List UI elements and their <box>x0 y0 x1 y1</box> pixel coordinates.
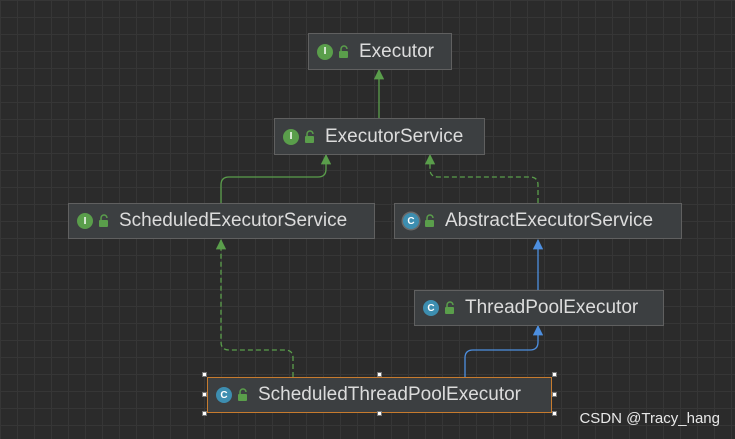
node-label: ScheduledThreadPoolExecutor <box>258 384 522 405</box>
selection-handle-middle-right[interactable] <box>552 392 557 397</box>
selection-handle-top-center[interactable] <box>377 372 382 377</box>
interface-icon: I <box>317 43 333 60</box>
lock-open-icon <box>238 388 247 401</box>
edge-scheduledthreadpoolexecutor-scheduledexecutorservice <box>215 238 294 377</box>
selection-handle-bottom-left[interactable] <box>202 411 207 416</box>
lock-open-icon <box>99 214 108 227</box>
selection-handle-bottom-center[interactable] <box>377 411 382 416</box>
watermark: CSDN @Tracy_hang <box>579 410 720 427</box>
interface-icon: I <box>283 128 299 145</box>
interface-icon: I <box>77 213 93 229</box>
lock-open-icon <box>305 129 314 143</box>
selection-handle-top-left[interactable] <box>202 372 207 377</box>
node-executor[interactable]: I Executor <box>308 33 452 70</box>
selection-handle-middle-left[interactable] <box>202 392 207 397</box>
node-label: AbstractExecutorService <box>445 210 654 231</box>
edge-scheduledthreadpoolexecutor-threadpoolexecutor <box>464 324 544 377</box>
lock-open-icon <box>425 214 434 227</box>
node-thread-pool-executor[interactable]: C ThreadPoolExecutor <box>414 290 664 326</box>
node-label: ThreadPoolExecutor <box>465 297 639 318</box>
class-icon: C <box>423 300 439 316</box>
edge-scheduledexecutorservice-executorservice <box>220 153 332 203</box>
abstract-class-icon: C <box>403 213 419 229</box>
node-label: Executor <box>359 40 434 62</box>
edge-abstractexecutorservice-executorservice <box>424 153 539 203</box>
node-scheduled-executor-service[interactable]: I ScheduledExecutorService <box>68 203 375 239</box>
node-executor-service[interactable]: I ExecutorService <box>274 118 485 155</box>
node-label: ExecutorService <box>325 125 464 147</box>
node-abstract-executor-service[interactable]: C AbstractExecutorService <box>394 203 682 239</box>
node-label: ScheduledExecutorService <box>119 210 348 231</box>
node-scheduled-thread-pool-executor[interactable]: C ScheduledThreadPoolExecutor <box>207 377 552 413</box>
selection-handle-top-right[interactable] <box>552 372 557 377</box>
class-icon: C <box>216 387 232 403</box>
selection-handle-bottom-right[interactable] <box>552 411 557 416</box>
lock-open-icon <box>339 44 348 58</box>
lock-open-icon <box>445 301 454 314</box>
